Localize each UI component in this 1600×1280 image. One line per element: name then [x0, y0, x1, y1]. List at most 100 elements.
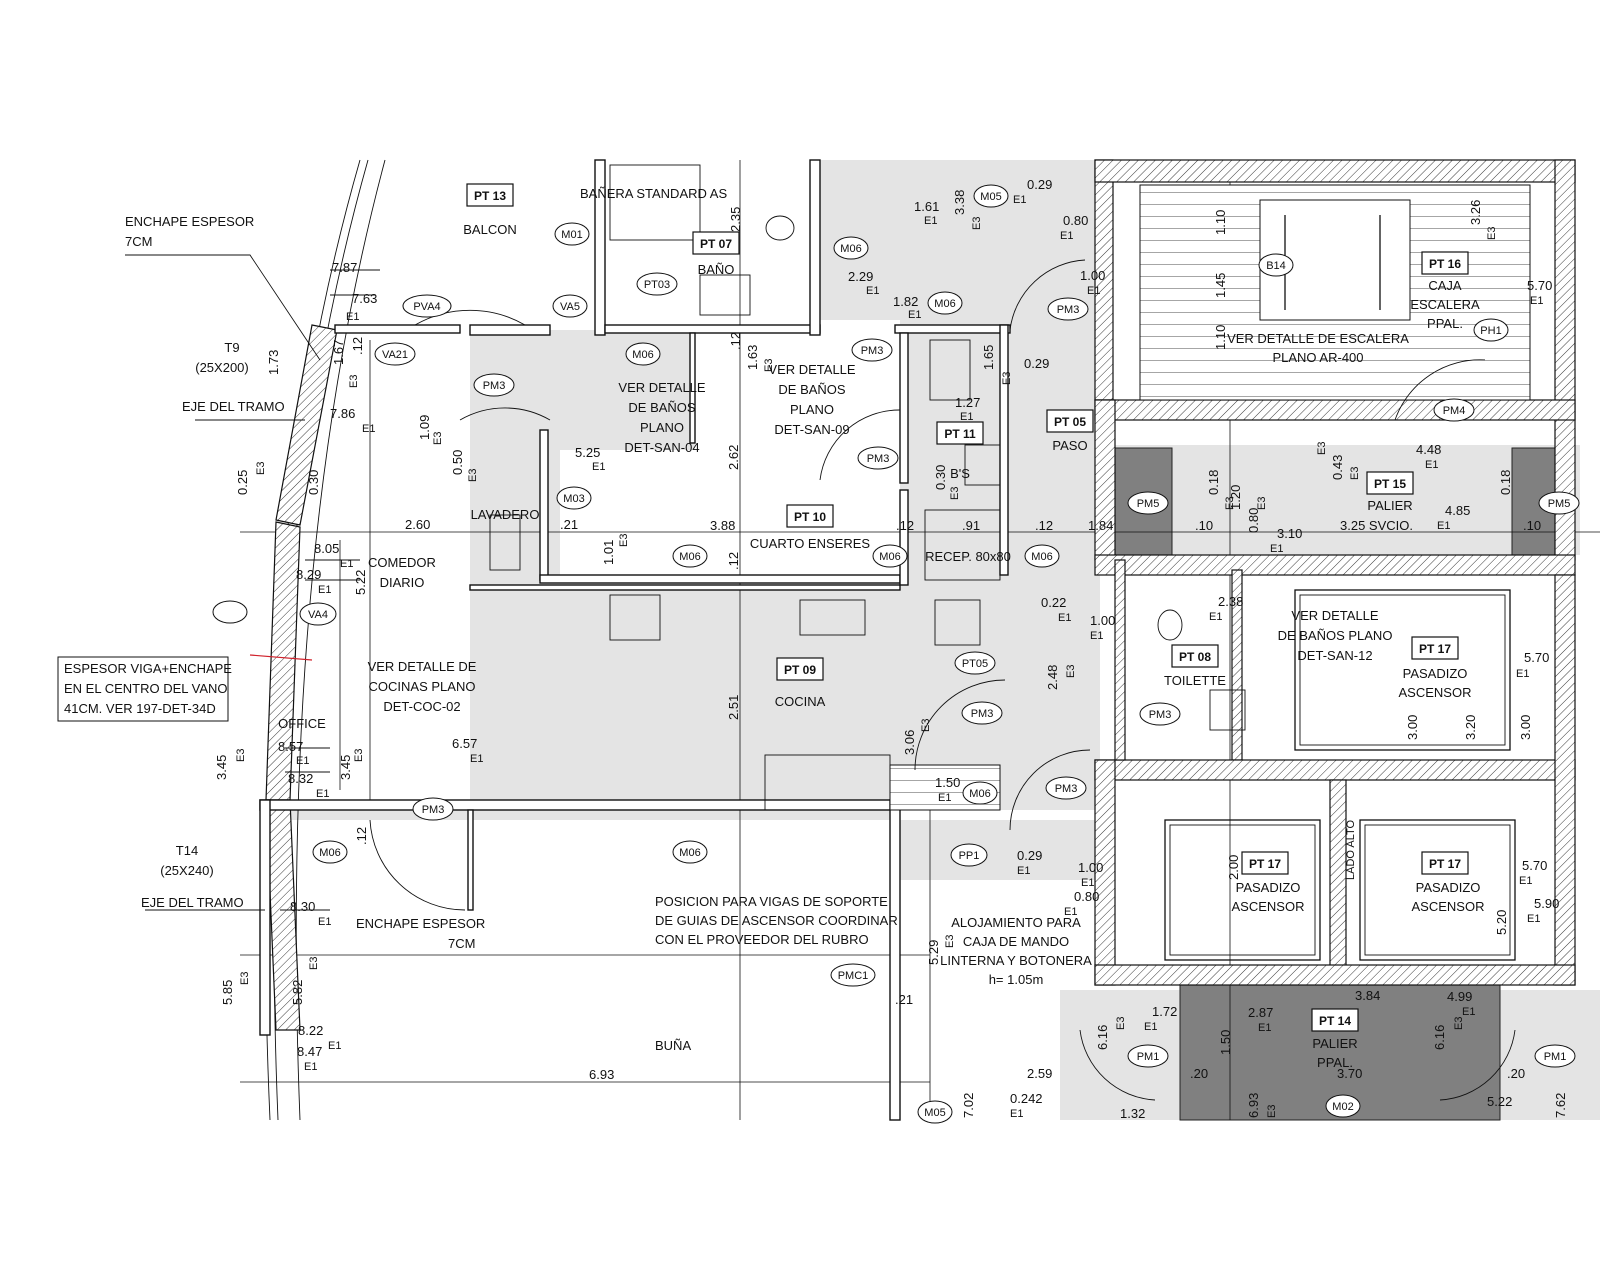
- bubble-va21: VA21: [374, 342, 416, 366]
- dim: 0.29: [1017, 848, 1042, 863]
- dim: 2.62: [726, 445, 741, 470]
- dim: 0.242: [1010, 1091, 1043, 1106]
- tag-pt08: PT 08: [1179, 650, 1211, 664]
- note-posicion-1: POSICION PARA VIGAS DE SOPORTE: [655, 894, 888, 909]
- room-pasadizo-b1: PASADIZO: [1236, 880, 1301, 895]
- dim: 1.00: [1078, 860, 1103, 875]
- dim: 6.16: [1432, 1025, 1447, 1050]
- tag-pt14: PT 14: [1319, 1014, 1351, 1028]
- room-office: OFFICE: [278, 716, 326, 731]
- bubble-m03: M03: [556, 486, 592, 510]
- fixtures: [489, 164, 1246, 811]
- banos09-2: DE BAÑOS: [778, 382, 846, 397]
- room-palier: PALIER: [1367, 498, 1412, 513]
- walls: [259, 159, 1576, 1121]
- dim-e1: E1: [1425, 459, 1438, 471]
- bubble-m06-b: M06: [833, 236, 869, 260]
- dim: 3.45: [214, 755, 229, 780]
- banos12-2: DE BAÑOS PLANO: [1278, 628, 1393, 643]
- dim: 4.85: [1445, 503, 1470, 518]
- dim: 2.00: [1226, 855, 1241, 880]
- dim: 1.84: [1088, 518, 1113, 533]
- bubble-pm4: PM4: [1433, 398, 1475, 422]
- dim: 1.67: [331, 340, 346, 365]
- note-espesor-3: 41CM. VER 197-DET-34D: [64, 701, 216, 716]
- dim-e1: E1: [362, 423, 375, 435]
- dim: 8.57: [278, 739, 303, 754]
- note-alojamiento-3: LINTERNA Y BOTONERA: [940, 953, 1092, 968]
- dim: 1.01: [601, 540, 616, 565]
- bubble-b14: B14: [1258, 253, 1294, 277]
- dim-e1: E1: [1017, 865, 1030, 877]
- dim-e1: E1: [1144, 1021, 1157, 1033]
- dim: 0.30: [933, 465, 948, 490]
- dim: 1.32: [1120, 1106, 1145, 1121]
- dim: 7.86: [330, 406, 355, 421]
- svg-text:VA21: VA21: [382, 349, 408, 361]
- stair-flight: [889, 184, 1531, 811]
- dim-e1: E1: [1064, 906, 1077, 918]
- dim: 0.30: [306, 470, 321, 495]
- note-alojamiento-1: ALOJAMIENTO PARA: [951, 915, 1081, 930]
- svg-text:VA4: VA4: [308, 609, 328, 621]
- dim: 0.50: [450, 450, 465, 475]
- dim: .10: [1523, 518, 1541, 533]
- banos12-3: DET-SAN-12: [1297, 648, 1372, 663]
- note-espesor-2: EN EL CENTRO DEL VANO: [64, 681, 228, 696]
- dim: .21: [895, 992, 913, 1007]
- dim-e1: E1: [1087, 285, 1100, 297]
- dim-e1: E1: [592, 461, 605, 473]
- dim: 6.93: [1246, 1093, 1261, 1118]
- room-comedor-1: COMEDOR: [368, 555, 436, 570]
- dim: 5.20: [1494, 910, 1509, 935]
- dim: 3.26: [1468, 200, 1483, 225]
- room-toilette: TOILETTE: [1164, 673, 1226, 688]
- dim-e1: E1: [908, 309, 921, 321]
- dim: 5.70: [1524, 650, 1549, 665]
- svg-text:PT03: PT03: [644, 279, 670, 291]
- dim-e3: E3: [618, 534, 630, 547]
- room-comedor-2: DIARIO: [380, 575, 425, 590]
- room-labels: PT 13 BALCON BAÑERA STANDARD AS PT 07 BA…: [278, 183, 1484, 1070]
- dim: 3.20: [1463, 715, 1478, 740]
- dim: .21: [560, 517, 578, 532]
- dim: 5.70: [1522, 858, 1547, 873]
- dim: 8.30: [290, 899, 315, 914]
- note-t14: T14: [176, 843, 198, 858]
- dim-e3: E3: [1115, 1017, 1127, 1030]
- dim: 5.70: [1527, 278, 1552, 293]
- note-enchape-bottom: ENCHAPE ESPESOR: [356, 916, 485, 931]
- bubble-pm5-b: PM5: [1538, 491, 1580, 515]
- dim: 3.00: [1405, 715, 1420, 740]
- dim-e3: E3: [467, 469, 479, 482]
- dim: 0.22: [1041, 595, 1066, 610]
- room-palier-ppal-1: PALIER: [1312, 1036, 1357, 1051]
- dim: 2.60: [405, 517, 430, 532]
- bubble-pm3-g: PM3: [412, 797, 454, 821]
- svg-text:PMC1: PMC1: [838, 970, 869, 982]
- dim: .20: [1190, 1066, 1208, 1081]
- svg-text:PP1: PP1: [959, 850, 980, 862]
- tag-pt10: PT 10: [794, 510, 826, 524]
- dim: 1.09: [417, 415, 432, 440]
- bubble-m06-i: M06: [672, 840, 708, 864]
- dimension-labels: 7.87 7.63 1.73 1.67 .12 7.86 0.25 0.30 8…: [214, 177, 1568, 1121]
- dim-e3: E3: [920, 719, 932, 732]
- bubble-pm3-a: PM3: [473, 373, 515, 397]
- escalera-1: VER DETALLE DE ESCALERA: [1227, 331, 1409, 346]
- dim-e1: E1: [1081, 877, 1094, 889]
- dim: 6.16: [1095, 1025, 1110, 1050]
- svg-text:PM3: PM3: [1149, 709, 1172, 721]
- bubble-pmc1: PMC1: [830, 963, 876, 987]
- dim-e1: E1: [1437, 520, 1450, 532]
- dim: 2.51: [726, 695, 741, 720]
- svg-text:M06: M06: [934, 298, 955, 310]
- dim: 1.50: [935, 775, 960, 790]
- room-lavadero: LAVADERO: [471, 507, 540, 522]
- tag-pt11: PT 11: [944, 427, 976, 441]
- dim: 0.43: [1330, 455, 1345, 480]
- bubble-m06-h: M06: [312, 840, 348, 864]
- bubble-m05-b: M05: [917, 1100, 953, 1124]
- bubble-m06-g: M06: [962, 781, 998, 805]
